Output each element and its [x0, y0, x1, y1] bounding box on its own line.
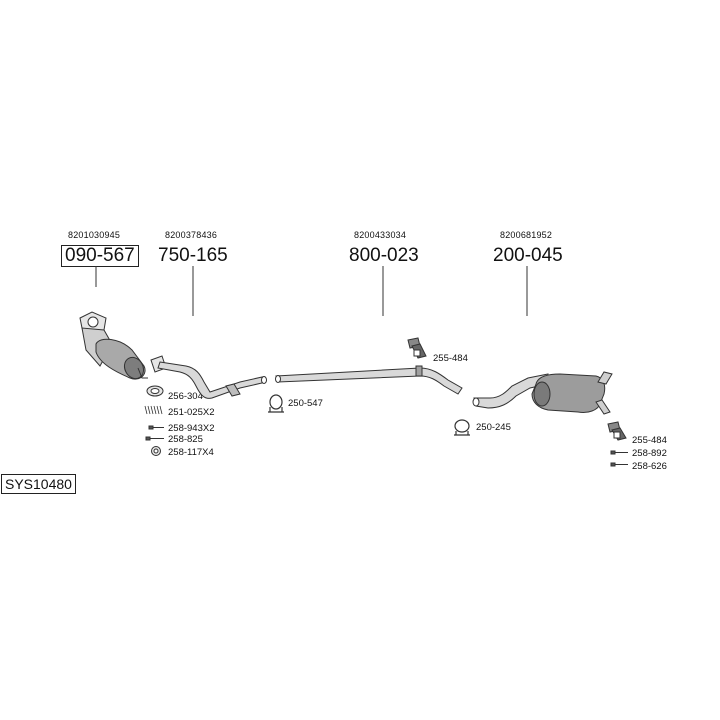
- nut-icon: [151, 446, 161, 456]
- oem-number-catalyst: 8201030945: [68, 230, 121, 240]
- accessory-clamp-front-label[interactable]: 250-547: [288, 398, 323, 409]
- hanger-middle-icon: [407, 337, 427, 359]
- accessory-clamp-rear-label[interactable]: 250-245: [476, 422, 511, 433]
- part-number-middle-pipe[interactable]: 800-023: [349, 245, 419, 266]
- accessory-nut-label[interactable]: 258-117X4: [168, 447, 214, 458]
- accessory-bolt-rear-label[interactable]: 258-892: [632, 448, 667, 459]
- part-number-catalyst[interactable]: 090-567: [61, 245, 139, 267]
- bolt2-icon: [145, 436, 164, 441]
- middle-pipe-part: [275, 365, 463, 395]
- accessory-nut-rear-label[interactable]: 258-626: [632, 461, 667, 472]
- accessory-bolt-label[interactable]: 258-943X2: [168, 423, 215, 434]
- nut-rear-icon: [610, 462, 628, 467]
- accessory-hanger-rear-label[interactable]: 255-484: [632, 435, 667, 446]
- oem-number-rear-silencer: 8200681952: [500, 230, 553, 240]
- hanger-rear-icon: [607, 421, 627, 441]
- part-number-front-pipe[interactable]: 750-165: [158, 245, 228, 266]
- accessory-spring-label[interactable]: 251-025X2: [168, 407, 215, 418]
- rear-silencer-part: [472, 371, 613, 415]
- spring-icon: [144, 405, 163, 415]
- oem-number-middle-pipe: 8200433034: [354, 230, 407, 240]
- clamp-front-icon: [268, 394, 284, 413]
- bolt-rear-icon: [610, 450, 628, 455]
- front-pipe-part: [150, 355, 267, 399]
- system-code-badge: SYS10480: [1, 474, 76, 494]
- gasket-icon: [146, 385, 164, 397]
- accessory-bolt2-label[interactable]: 258-825: [168, 434, 203, 445]
- accessory-hanger-middle-label[interactable]: 255-484: [433, 353, 468, 364]
- bolt-icon: [148, 425, 164, 430]
- clamp-rear-icon: [454, 419, 470, 436]
- accessory-gasket-label[interactable]: 256-304: [168, 391, 203, 402]
- catalyst-part: [79, 311, 148, 380]
- part-number-rear-silencer[interactable]: 200-045: [493, 245, 563, 266]
- oem-number-front-pipe: 8200378436: [165, 230, 218, 240]
